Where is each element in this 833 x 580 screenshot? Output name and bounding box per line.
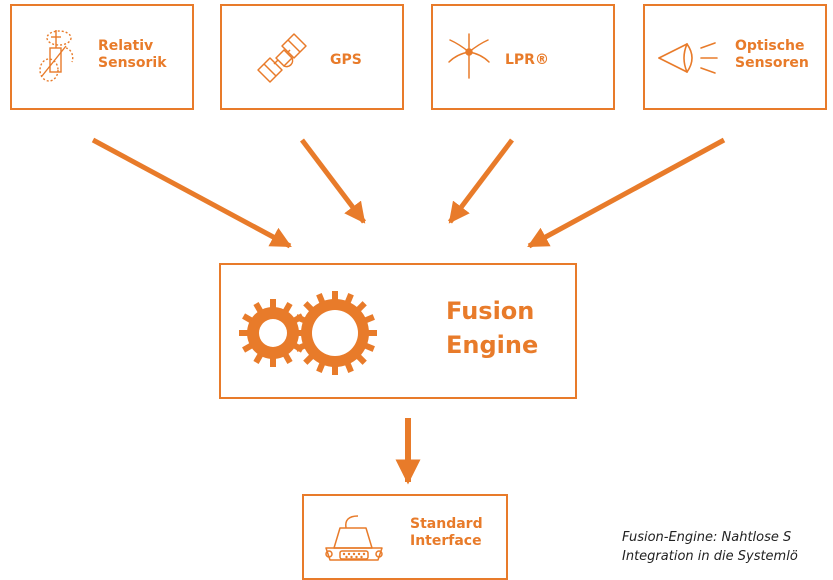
- satellite-icon: [254, 30, 310, 86]
- input-box-optische-sensoren: Optische Sensoren: [643, 4, 827, 110]
- eye-sensor-icon: [657, 38, 719, 78]
- arrow-gps-to-engine: [300, 138, 366, 224]
- standard-interface-box: Standard Interface: [302, 494, 508, 580]
- arrow-optische-to-engine: [527, 137, 726, 249]
- standard-interface-label: Standard Interface: [410, 516, 483, 549]
- lpr-antenna-icon: [447, 32, 491, 82]
- figure-caption: Fusion-Engine: Nahtlose S Integration in…: [622, 530, 798, 564]
- gears-icon: [239, 291, 379, 375]
- input-box-relativ-sensorik: Relativ Sensorik: [10, 4, 194, 110]
- arrow-relativ-to-engine: [91, 137, 292, 249]
- relative-sensor-icon: [36, 28, 76, 84]
- arrow-lpr-to-engine: [448, 138, 514, 224]
- lpr-label: LPR®: [505, 52, 549, 68]
- gps-label: GPS: [330, 52, 362, 68]
- input-box-gps: GPS: [220, 4, 404, 110]
- optische-sensoren-label: Optische Sensoren: [735, 38, 809, 71]
- serial-connector-icon: [322, 514, 386, 568]
- fusion-engine-box: Fusion Engine: [219, 263, 577, 399]
- relativ-sensorik-label: Relativ Sensorik: [98, 38, 167, 71]
- fusion-engine-label: Fusion Engine: [446, 297, 539, 359]
- input-box-lpr: LPR®: [431, 4, 615, 110]
